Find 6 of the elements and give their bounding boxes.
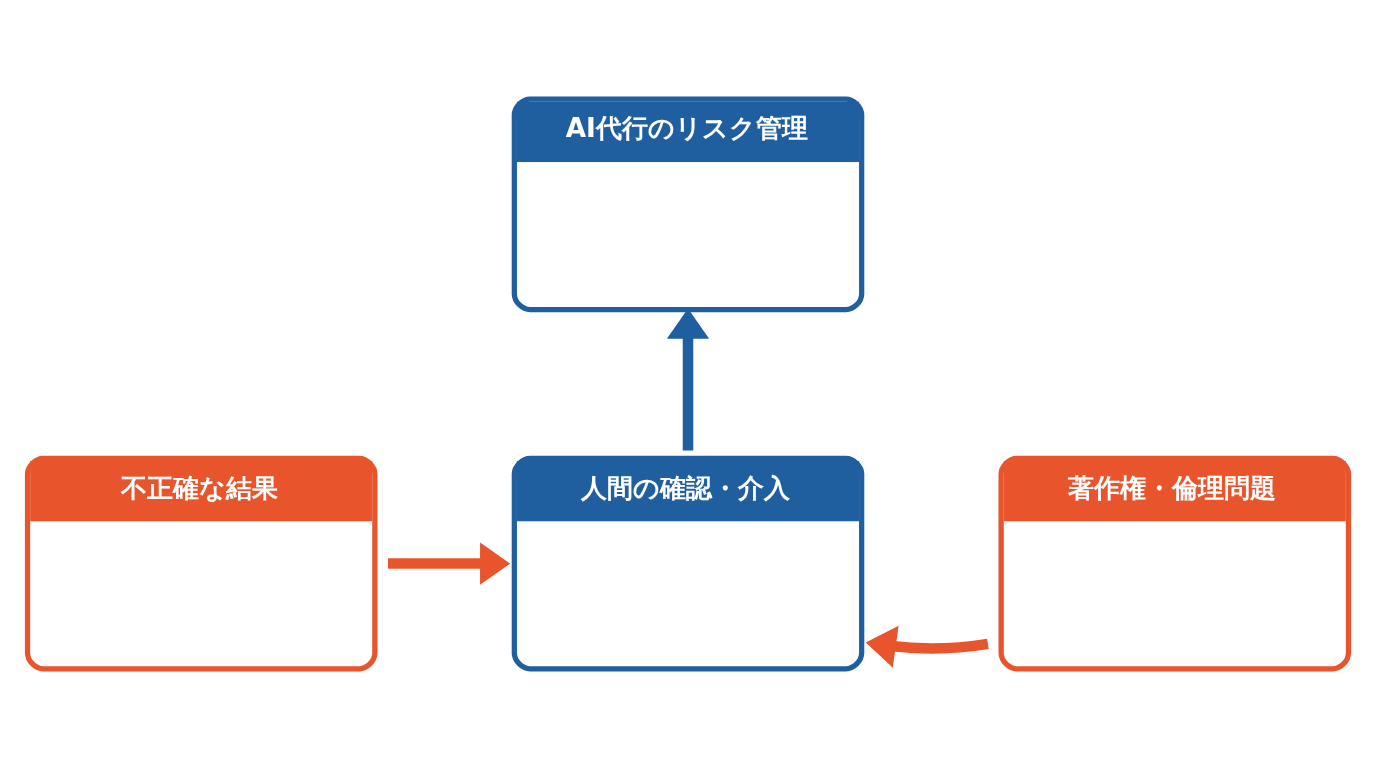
node-box: 人間の確認・介入	[511, 455, 865, 672]
node-box: 不正確な結果	[24, 455, 378, 672]
arrow	[865, 625, 989, 668]
node-box: 著作権・倫理問題	[998, 455, 1352, 672]
arrow	[388, 542, 511, 585]
node-box: AI代行のリスク管理	[511, 96, 865, 313]
